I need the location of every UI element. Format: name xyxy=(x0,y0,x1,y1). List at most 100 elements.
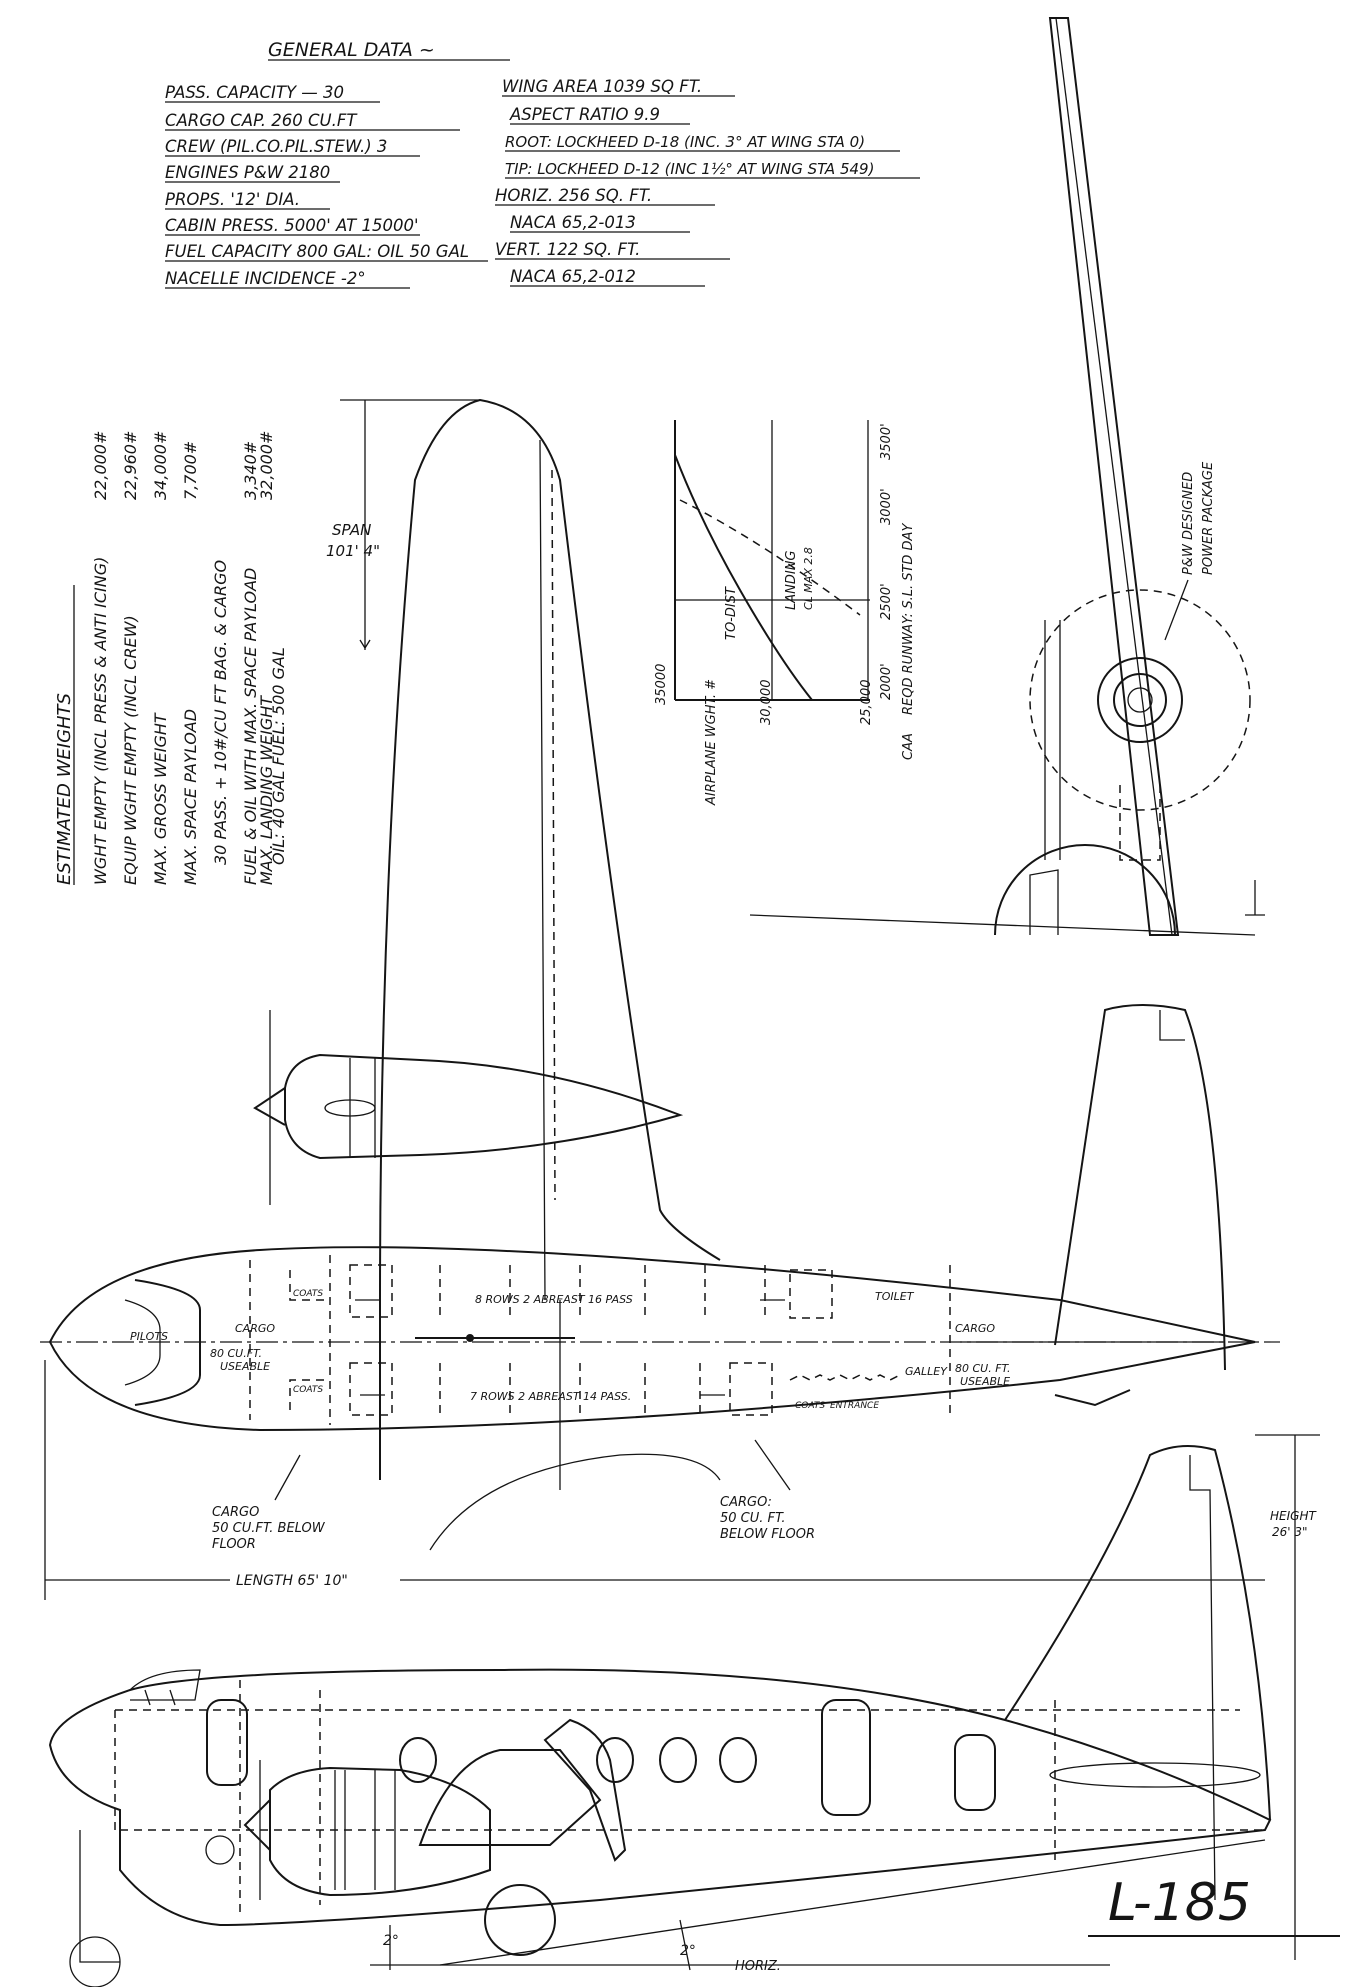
plan-htail-bottom xyxy=(1054,1389,1131,1407)
weights-row-0-label: WGHT EMPTY (INCL PRESS & ANTI ICING) xyxy=(91,557,110,885)
side-angle-ticks xyxy=(389,1919,691,1971)
side-window-2 xyxy=(596,1737,634,1783)
chart-ytick-1: 30,000 xyxy=(759,680,774,726)
label-toilet: TOILET xyxy=(875,1290,915,1303)
side-bulkheads xyxy=(114,1680,1056,1915)
gd-left-7: NACELLE INCIDENCE -2° xyxy=(165,269,366,288)
chart-xtick-3: 3500' xyxy=(879,423,894,460)
general-data-left-rules xyxy=(165,101,488,289)
general-data-left: PASS. CAPACITY — 30 CARGO CAP. 260 CU.FT… xyxy=(165,83,469,288)
weights-row-2-value: 34,000# xyxy=(151,431,170,500)
plan-spar-line xyxy=(551,469,556,1201)
span-label: SPAN xyxy=(332,521,371,539)
side-nacelle-cowl xyxy=(334,1770,396,1890)
side-cockpit xyxy=(129,1669,201,1701)
side-htail xyxy=(1049,1762,1261,1788)
chart-curve-landing-sub: CL MAX 2.8 xyxy=(802,547,815,610)
weights-row-1-label: EQUIP WGHT EMPTY (INCL CREW) xyxy=(121,615,140,885)
plan-wing xyxy=(379,398,721,1480)
side-flap xyxy=(543,1718,627,1862)
plan-nacelle-rings xyxy=(349,1058,376,1158)
label-cargo-below-l2: 50 CU.FT. BELOW xyxy=(212,1521,326,1536)
gd-right-0: WING AREA 1039 SQ FT. xyxy=(502,77,702,96)
label-pilots: PILOTS xyxy=(130,1330,168,1343)
curve-takeoff xyxy=(674,454,813,701)
height-value: 26' 3" xyxy=(1272,1525,1308,1539)
gd-right-5: NACA 65,2-013 xyxy=(510,213,636,232)
powerpack-leader xyxy=(1164,579,1189,641)
plan-htail-tab xyxy=(1159,1010,1185,1041)
gd-right-7: NACA 65,2-012 xyxy=(510,267,636,286)
label-cargo-aft-cap: 80 CU. FT. xyxy=(955,1362,1010,1375)
gd-left-5: CABIN PRESS. 5000' AT 15000' xyxy=(165,216,418,235)
span-dimension: SPAN 101' 4" xyxy=(326,399,480,650)
gd-left-4: PROPS. '12' DIA. xyxy=(165,190,300,209)
general-data-right-rules xyxy=(495,95,920,287)
plan-nacelle xyxy=(284,1053,684,1160)
front-gear-right xyxy=(1245,880,1265,916)
gd-right-2: ROOT: LOCKHEED D-18 (INC. 3° AT WING STA… xyxy=(505,133,865,151)
horiz-label: HORIZ. xyxy=(735,1959,781,1974)
weights-row-3-label: MAX. SPACE PAYLOAD xyxy=(181,709,200,885)
weights-row-7-label: MAX. LANDING WEIGHT xyxy=(257,695,276,885)
weights-row-2-label: MAX. GROSS WEIGHT xyxy=(151,712,170,885)
runway-chart: 35000 30,000 25,000 AIRPLANE WGHT. # 200… xyxy=(654,420,916,806)
length-label-bg xyxy=(230,1566,400,1590)
front-nacelle-inner xyxy=(1113,673,1167,727)
chart-x-title-2: REQD RUNWAY: S.L. STD DAY xyxy=(901,523,916,715)
length-dimension: LENGTH 65' 10" xyxy=(44,1360,1265,1600)
weights-row-6-label: OIL: 40 GAL FUEL: 500 GAL xyxy=(269,647,288,865)
angle-left: 2° xyxy=(383,1933,399,1949)
front-fuselage xyxy=(994,844,1176,936)
plan-nacelle-scoop xyxy=(324,1099,376,1117)
chart-y-title: AIRPLANE WGHT. # xyxy=(704,679,719,806)
chart-xtick-0: 2000' xyxy=(879,663,894,700)
gd-right-3: TIP: LOCKHEED D-12 (INC 1½° AT WING STA … xyxy=(505,160,874,178)
front-fuselage-window xyxy=(1029,869,1059,935)
plan-htail-top xyxy=(1054,1004,1226,1371)
side-door-main xyxy=(821,1699,871,1816)
front-wing-line xyxy=(1055,17,1173,936)
plan-seats-top xyxy=(349,1264,833,1320)
side-nose-strut xyxy=(79,1830,120,1963)
weights-row-0-value: 22,000# xyxy=(91,431,110,500)
plan-coats-boxes xyxy=(289,1270,330,1410)
height-label: HEIGHT xyxy=(1270,1509,1317,1523)
side-window-1 xyxy=(399,1737,437,1783)
side-gear-marker xyxy=(205,1835,235,1865)
side-window-4 xyxy=(719,1737,757,1783)
gd-left-6: FUEL CAPACITY 800 GAL: OIL 50 GAL xyxy=(165,242,469,261)
chart-curve-landing-label: LANDING xyxy=(784,550,799,610)
label-cargo-fwd: CARGO xyxy=(235,1322,275,1335)
gd-left-2: CREW (PIL.CO.PIL.STEW.) 3 xyxy=(165,137,387,156)
span-value: 101' 4" xyxy=(326,542,380,560)
gd-right-6: VERT. 122 SQ. FT. xyxy=(495,240,640,259)
span-break xyxy=(359,639,371,650)
drawing-number: L-185 xyxy=(1088,1873,1340,1937)
label-cargo-below-r2: 50 CU. FT. xyxy=(720,1511,786,1526)
plan-view: PILOTS CARGO 80 CU.FT. USEABLE COATS COA… xyxy=(40,398,1280,1552)
weights-row-3-value: 7,700# xyxy=(181,441,200,500)
general-data-title: GENERAL DATA ~ xyxy=(268,39,435,61)
gd-right-1: ASPECT RATIO 9.9 xyxy=(509,105,660,124)
label-cargo-below-l1: CARGO xyxy=(212,1505,259,1520)
general-data-block: GENERAL DATA ~ PASS. CAPACITY — 30 CARGO… xyxy=(165,39,920,289)
weights-row-5-value: 3,340# xyxy=(241,441,260,500)
label-coats-top: COATS xyxy=(293,1289,323,1299)
gd-left-0: PASS. CAPACITY — 30 xyxy=(165,83,344,102)
plan-aileron-line xyxy=(539,439,561,1490)
label-cargo-below-r3: BELOW FLOOR xyxy=(720,1527,815,1542)
side-nacelle xyxy=(269,1766,491,1897)
side-wing xyxy=(418,1749,602,1846)
label-cargo-fwd-use: USEABLE xyxy=(220,1360,270,1373)
chart-ytick-2: 25,000 xyxy=(859,680,874,726)
label-cargo-aft-use: USEABLE xyxy=(960,1375,1010,1388)
front-nacelle xyxy=(1097,657,1183,743)
side-vtail xyxy=(1004,1445,1271,1821)
drawing-no: L-185 xyxy=(1108,1873,1251,1933)
plan-bulkheads xyxy=(249,1255,951,1425)
side-door-fwd xyxy=(206,1699,248,1786)
chart-xtick-2: 3000' xyxy=(879,488,894,525)
label-galley: GALLEY xyxy=(905,1365,948,1378)
label-coats-aft: COATS xyxy=(795,1401,825,1411)
